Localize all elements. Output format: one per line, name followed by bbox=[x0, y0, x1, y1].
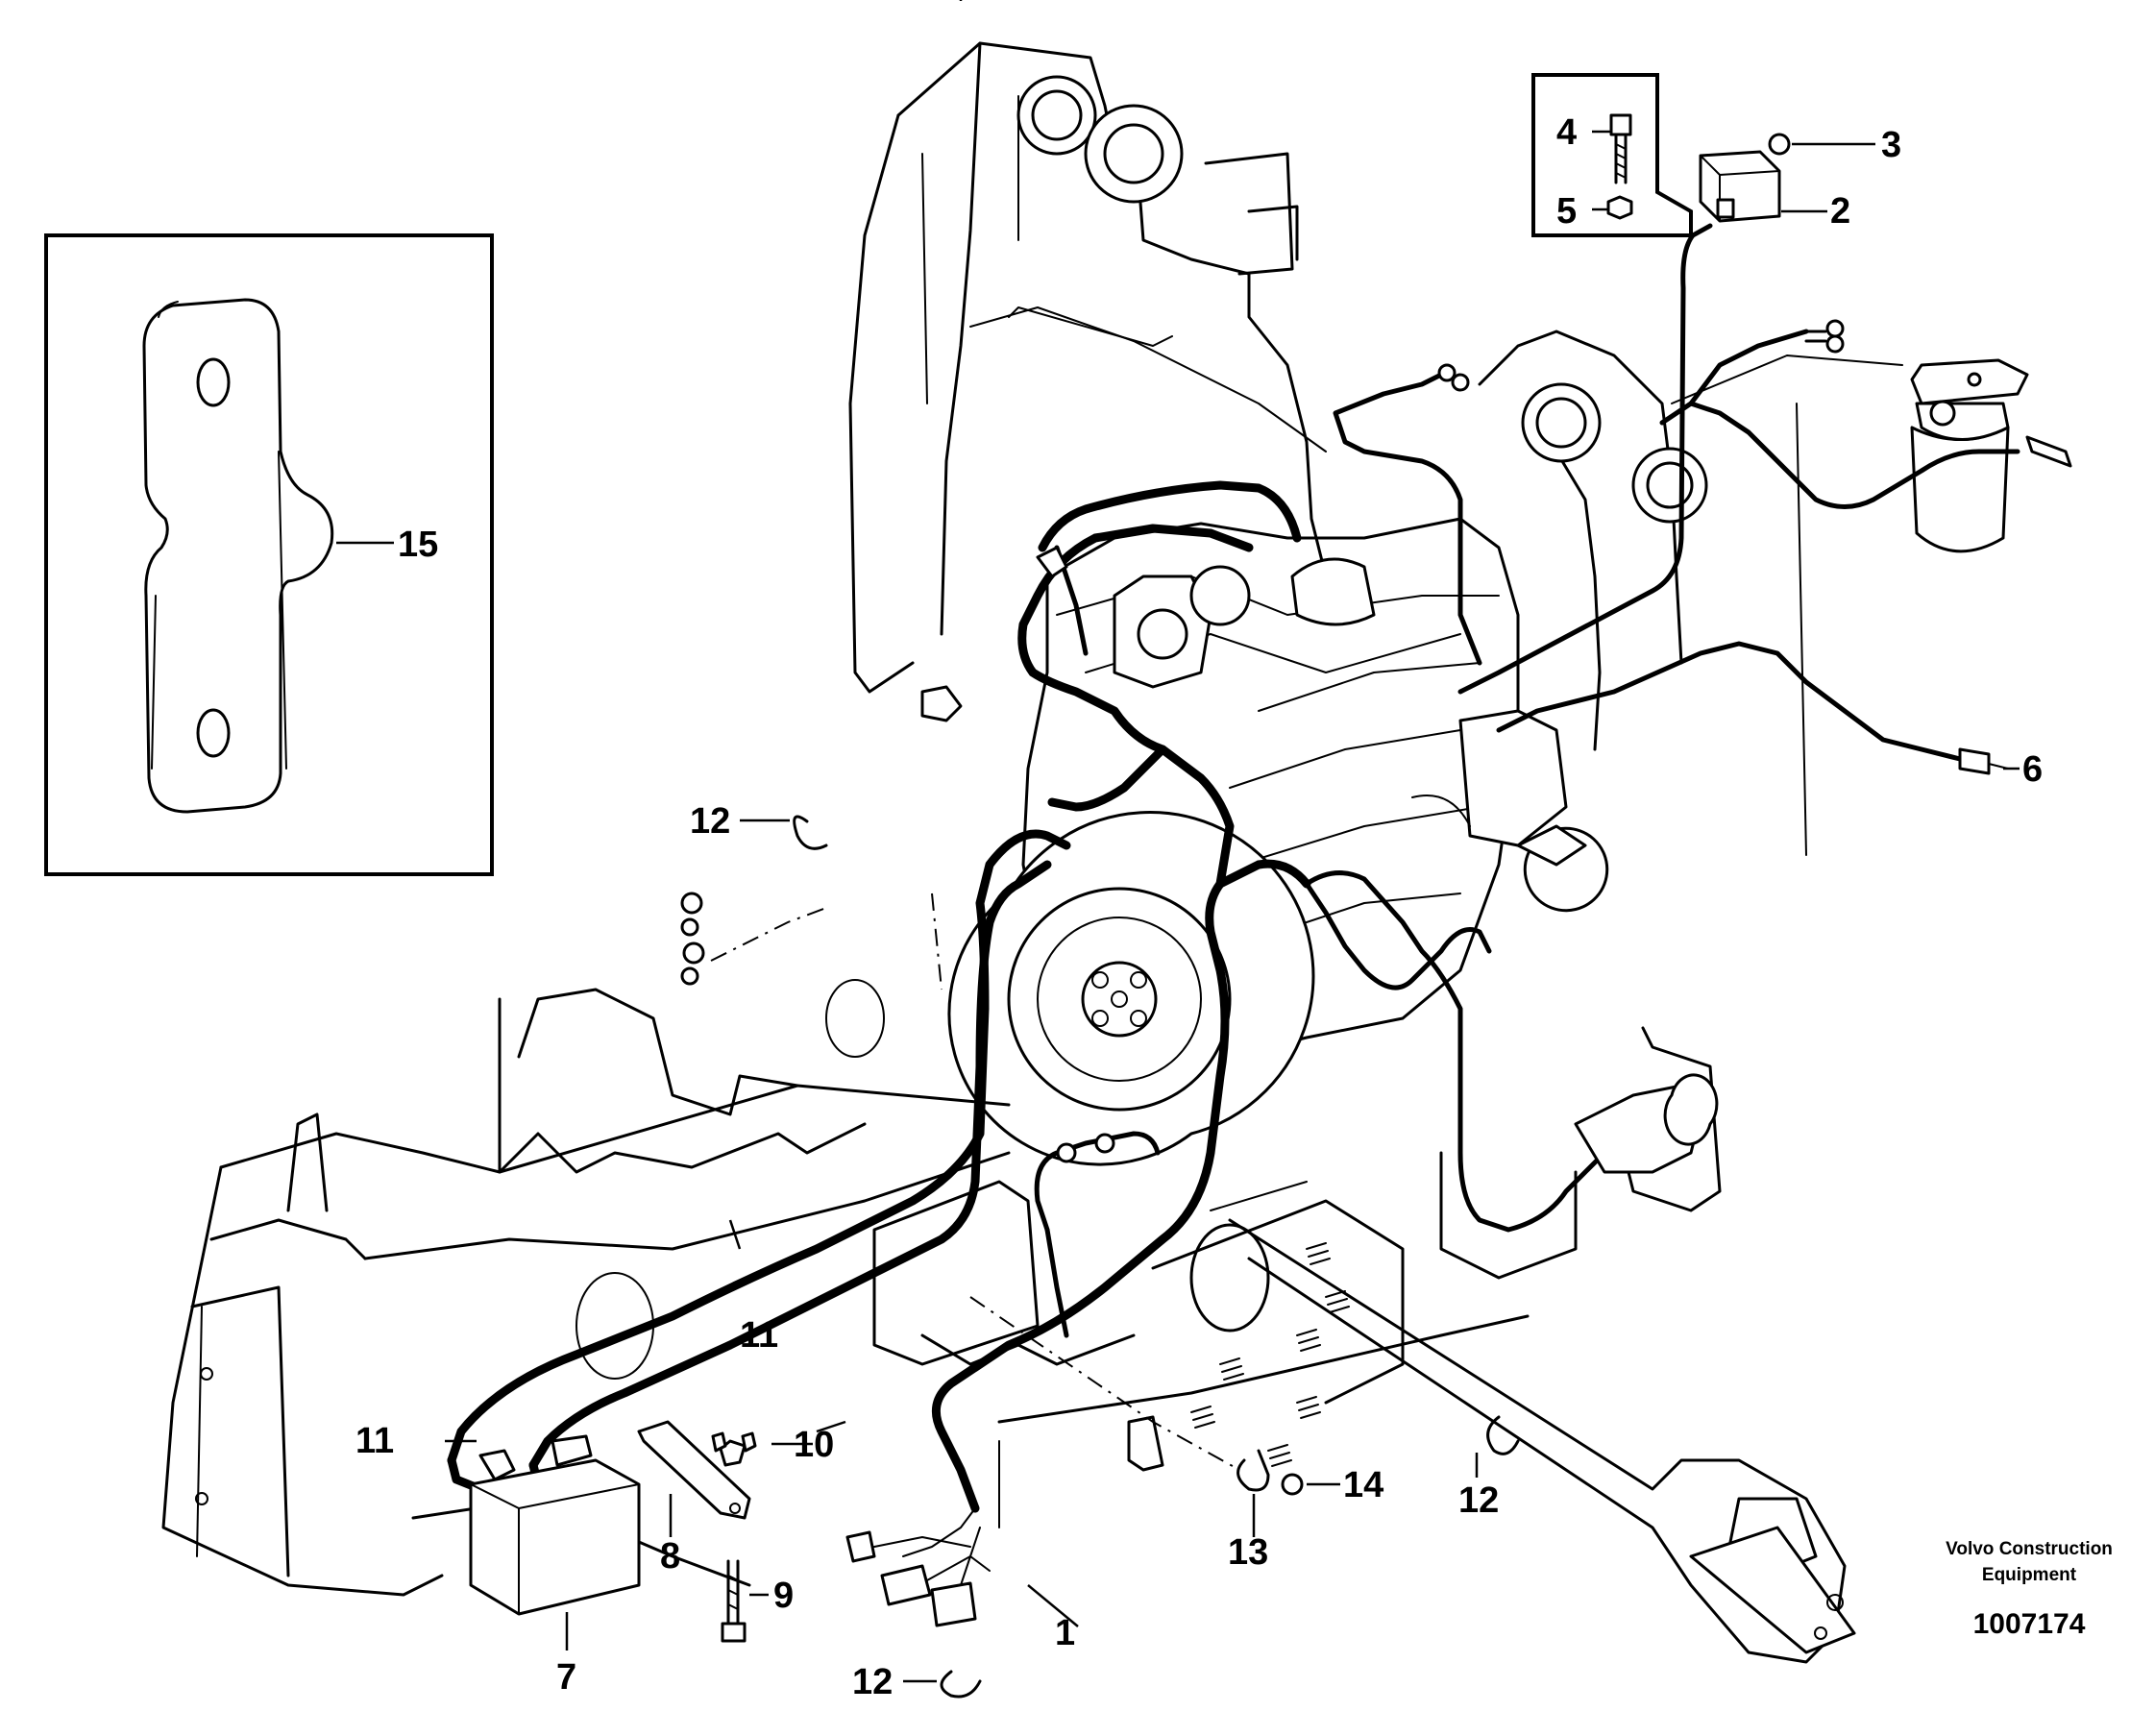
callout-14: 14 bbox=[1343, 1465, 1383, 1505]
callout-15: 15 bbox=[398, 525, 438, 565]
clips bbox=[793, 815, 1520, 1699]
callout-5: 5 bbox=[1556, 191, 1577, 232]
callout-2: 2 bbox=[1830, 191, 1850, 232]
callout-6: 6 bbox=[2022, 749, 2043, 790]
harness-connectors bbox=[845, 1507, 991, 1627]
callout-12-bottom: 12 bbox=[852, 1662, 893, 1702]
title-block: Volvo Construction Equipment 1007174 bbox=[1946, 1539, 2113, 1640]
callout-1: 1 bbox=[1055, 1613, 1075, 1653]
leader-lines bbox=[336, 0, 2020, 1683]
callout-9: 9 bbox=[773, 1576, 794, 1616]
callout-11-upper: 11 bbox=[740, 1315, 778, 1356]
callout-13: 13 bbox=[1228, 1532, 1268, 1573]
machine-frame-drawing bbox=[161, 41, 2072, 1664]
document-number: 1007174 bbox=[1973, 1608, 2086, 1640]
callout-10: 10 bbox=[794, 1425, 834, 1465]
brand-line-2: Equipment bbox=[1982, 1565, 2077, 1585]
callout-12-upper: 12 bbox=[690, 801, 730, 842]
callout-7: 7 bbox=[556, 1657, 576, 1698]
callout-3: 3 bbox=[1881, 125, 1901, 165]
callout-11-lower: 11 bbox=[355, 1421, 394, 1461]
branch-wires bbox=[920, 223, 2020, 1338]
detail-inset-bracket bbox=[44, 233, 494, 876]
callout-labels: 1 2 3 4 5 6 7 8 9 10 11 11 12 12 12 13 1… bbox=[355, 112, 2043, 1702]
brand-line-1: Volvo Construction bbox=[1946, 1539, 2113, 1559]
battery-hold-down bbox=[637, 1420, 757, 1643]
callout-8: 8 bbox=[660, 1536, 680, 1577]
battery bbox=[469, 1434, 641, 1616]
callout-4: 4 bbox=[1556, 112, 1577, 153]
detail-inset-relay bbox=[1531, 73, 1791, 237]
callout-12-right: 12 bbox=[1458, 1480, 1499, 1521]
